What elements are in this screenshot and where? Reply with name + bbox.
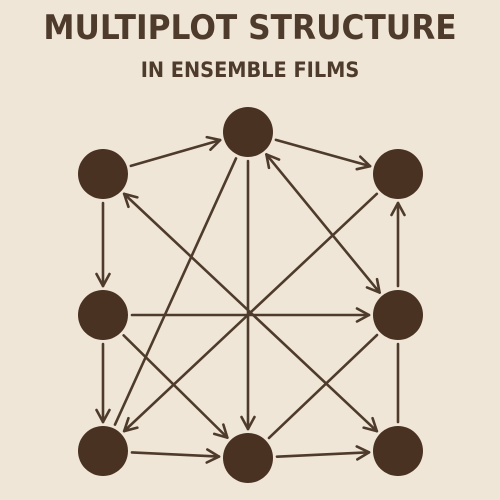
edge-middle-left-to-bottom-center bbox=[122, 334, 229, 439]
edge-middle-right-to-upper-right bbox=[390, 201, 406, 288]
arrowhead-icon bbox=[205, 135, 222, 151]
node-top bbox=[223, 107, 273, 157]
edge-upper-left-to-top bbox=[129, 135, 222, 168]
page-title: MULTIPLOT STRUCTURE bbox=[43, 8, 457, 48]
arrowhead-icon bbox=[365, 277, 381, 294]
edge-middle-right-to-bottom-center bbox=[267, 333, 379, 440]
edge-line bbox=[122, 334, 229, 439]
arrowhead-icon bbox=[355, 155, 372, 171]
arrowhead-icon bbox=[122, 192, 139, 209]
edge-line bbox=[130, 451, 221, 458]
edge-middle-left-to-bottom-left bbox=[95, 342, 111, 424]
edge-line bbox=[267, 333, 379, 440]
arrowhead-icon bbox=[95, 408, 111, 424]
edge-middle-left-to-middle-right bbox=[130, 307, 371, 323]
node-layer bbox=[78, 107, 423, 483]
node-middle-right bbox=[373, 290, 423, 340]
edge-upper-left-to-bottom-right bbox=[122, 192, 379, 433]
edge-line bbox=[275, 451, 371, 458]
arrowhead-icon bbox=[390, 201, 406, 217]
arrowhead-icon bbox=[95, 272, 111, 288]
arrowhead-icon bbox=[240, 415, 256, 431]
edge-upper-left-to-middle-left bbox=[95, 201, 111, 288]
edge-line bbox=[129, 138, 222, 168]
node-upper-right bbox=[373, 149, 423, 199]
arrowhead-icon bbox=[212, 423, 229, 439]
arrowhead-icon bbox=[265, 153, 281, 170]
node-bottom-left bbox=[78, 426, 128, 476]
edge-line bbox=[265, 153, 381, 294]
edge-top-to-bottom-left bbox=[113, 157, 238, 426]
arrowhead-icon bbox=[355, 445, 371, 461]
edge-line bbox=[122, 192, 379, 433]
edge-line bbox=[113, 157, 238, 426]
edge-top-to-upper-right bbox=[274, 138, 372, 171]
edge-bottom-center-to-bottom-right bbox=[275, 445, 371, 461]
edge-bottom-left-to-bottom-center bbox=[130, 448, 221, 464]
edge-layer bbox=[95, 135, 406, 464]
arrowhead-icon bbox=[122, 416, 139, 433]
arrowhead-icon bbox=[362, 416, 379, 433]
node-bottom-right bbox=[373, 426, 423, 476]
node-middle-left bbox=[78, 290, 128, 340]
edge-top-to-middle-right bbox=[265, 153, 381, 294]
node-bottom-center bbox=[223, 433, 273, 483]
arrowhead-icon bbox=[205, 448, 221, 464]
page-subtitle: IN ENSEMBLE FILMS bbox=[140, 58, 360, 82]
arrowhead-icon bbox=[355, 307, 371, 323]
node-upper-left bbox=[78, 149, 128, 199]
edge-line bbox=[274, 138, 372, 168]
edge-top-to-bottom-center bbox=[240, 159, 256, 431]
